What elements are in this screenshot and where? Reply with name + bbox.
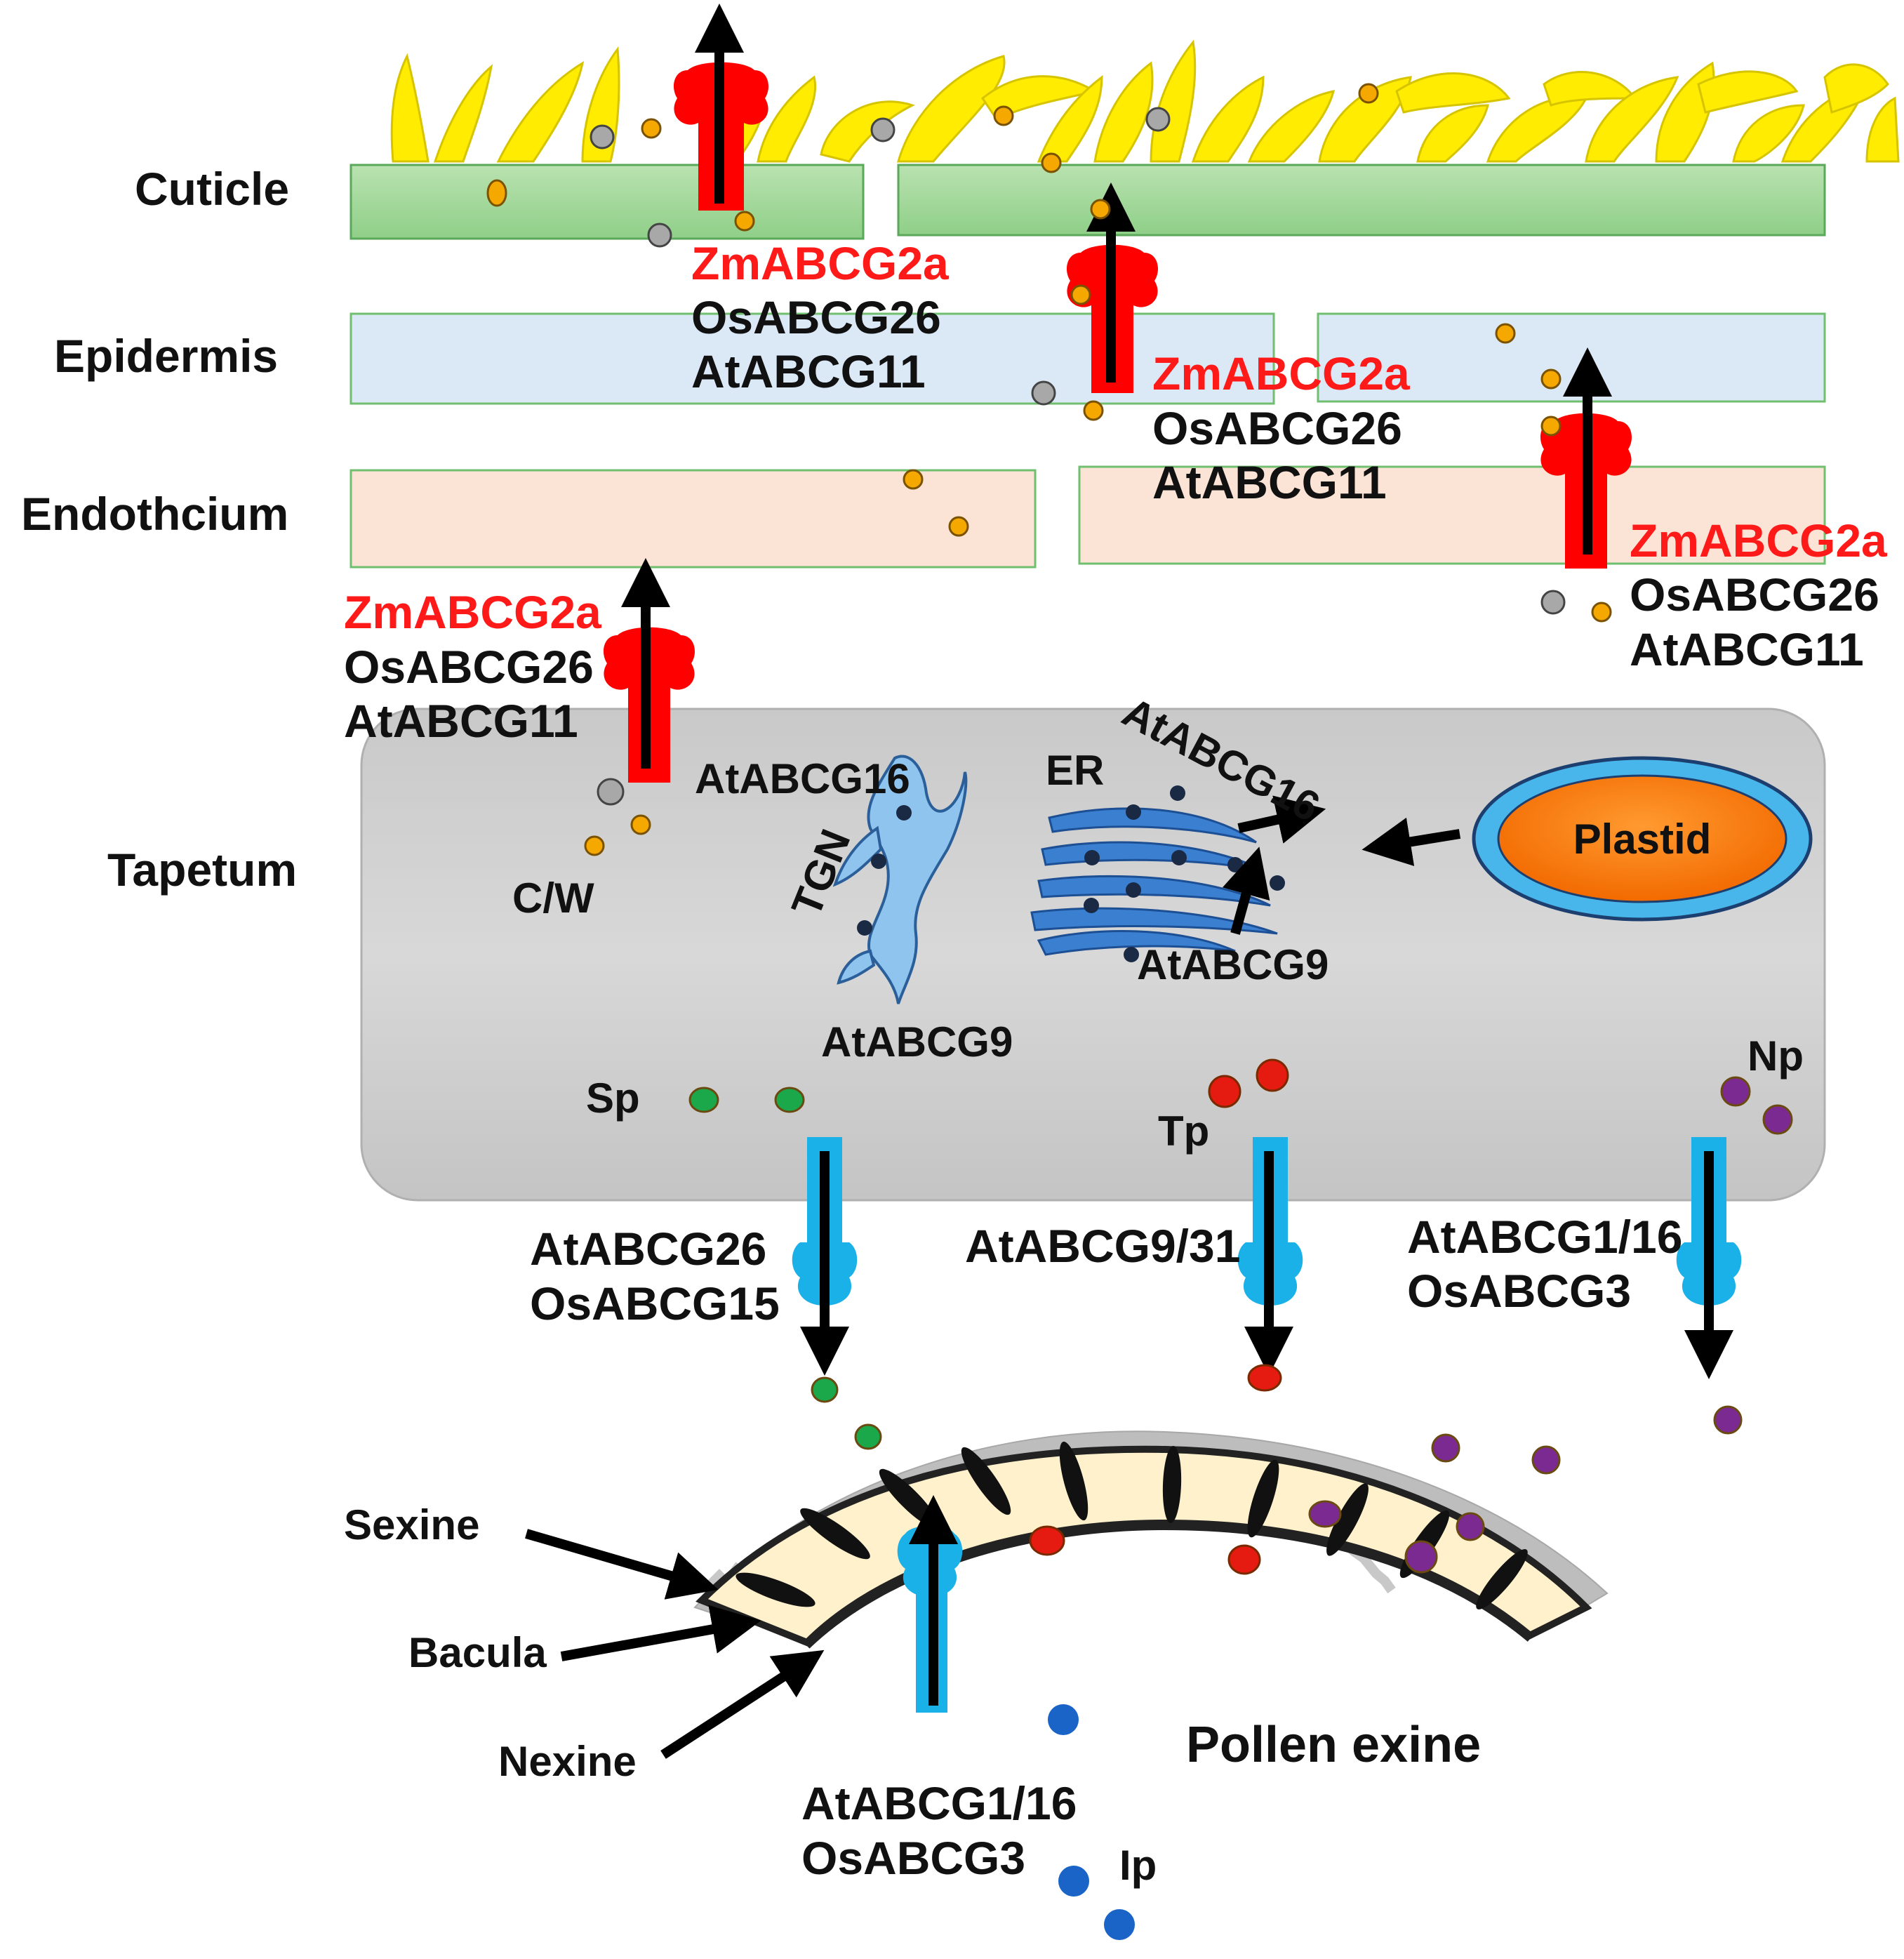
label-os3-np: OsABCG3 xyxy=(1407,1265,1631,1317)
label-tp: Tp xyxy=(1158,1108,1209,1155)
label-pollen-exine: Pollen exine xyxy=(1186,1717,1481,1773)
transport-arrows xyxy=(525,4,1733,1759)
label-sp: Sp xyxy=(586,1075,640,1122)
label-at11-1: AtABCG11 xyxy=(691,345,926,397)
wax-precursors-gray xyxy=(590,107,1566,806)
label-os3-ip: OsABCG3 xyxy=(801,1832,1025,1884)
label-er: ER xyxy=(1046,747,1104,794)
label-np: Np xyxy=(1747,1032,1804,1080)
label-atabcg16-tgn: AtABCG16 xyxy=(695,755,910,802)
sp-particles xyxy=(688,1087,882,1450)
label-os26-1: OsABCG26 xyxy=(691,291,941,343)
label-plastid: Plastid xyxy=(1573,816,1712,863)
label-atabcg9-tgn: AtABCG9 xyxy=(821,1018,1013,1065)
label-sexine: Sexine xyxy=(344,1501,479,1548)
label-os15: OsABCG15 xyxy=(530,1277,780,1329)
label-os26-2: OsABCG26 xyxy=(1152,402,1402,454)
cuticular-wax xyxy=(390,39,1900,163)
label-epidermis: Epidermis xyxy=(54,330,278,382)
tgn-organelle xyxy=(832,755,968,1004)
label-endothecium: Endothcium xyxy=(21,488,288,540)
label-at11-2: AtABCG11 xyxy=(1152,456,1387,508)
label-cuticle: Cuticle xyxy=(135,163,289,215)
wax-precursors-yellow xyxy=(486,83,1612,856)
label-zm-4: ZmABCG2a xyxy=(344,586,602,638)
endothecium-layer xyxy=(349,465,1826,569)
label-cw: C/W xyxy=(512,875,594,922)
ip-particles xyxy=(1048,1704,1135,1940)
cuticle-layer xyxy=(349,164,1826,240)
label-tapetum: Tapetum xyxy=(107,844,297,896)
label-at11-3: AtABCG11 xyxy=(1630,623,1864,675)
label-zm-1: ZmABCG2a xyxy=(691,237,950,289)
label-os26-4: OsABCG26 xyxy=(344,641,594,693)
label-zm-2: ZmABCG2a xyxy=(1152,347,1411,399)
plastid-organelle xyxy=(1472,756,1813,922)
np-particles xyxy=(1308,1076,1793,1574)
epidermis-layer xyxy=(349,312,1826,405)
label-at11-4: AtABCG11 xyxy=(344,695,578,747)
label-ip: Ip xyxy=(1119,1842,1157,1889)
label-atabcg9-er: AtABCG9 xyxy=(1137,941,1329,988)
label-at116-ip: AtABCG1/16 xyxy=(801,1777,1077,1829)
label-at116-np: AtABCG1/16 xyxy=(1407,1211,1682,1263)
label-nexine: Nexine xyxy=(498,1738,637,1785)
label-at931: AtABCG9/31 xyxy=(965,1220,1240,1272)
label-os26-3: OsABCG26 xyxy=(1630,569,1879,620)
label-zm-3: ZmABCG2a xyxy=(1630,514,1888,566)
tp-particles xyxy=(1029,1058,1289,1575)
label-at26: AtABCG26 xyxy=(530,1223,766,1275)
label-bacula: Bacula xyxy=(408,1629,547,1676)
